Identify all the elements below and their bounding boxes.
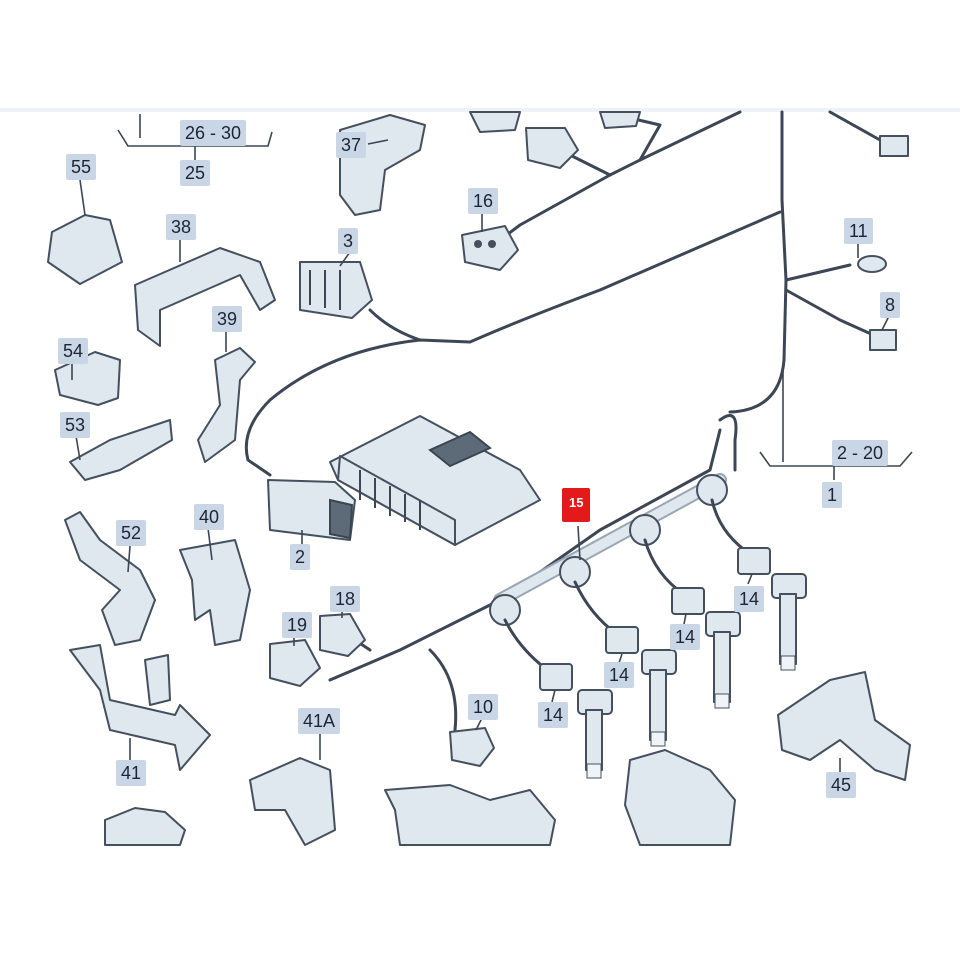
label-45[interactable]: 45: [826, 772, 857, 798]
injector-harness: [489, 414, 771, 691]
label-leaders: [71, 139, 890, 772]
bracket-2-20: [759, 370, 913, 480]
harness-wires: [244, 110, 882, 732]
relay-box-2: [267, 479, 356, 541]
label-3[interactable]: 3: [338, 228, 359, 254]
label-18[interactable]: 18: [330, 586, 361, 612]
connector-16: [461, 225, 519, 271]
label-1[interactable]: 1: [822, 482, 843, 508]
label-41[interactable]: 41: [116, 760, 147, 786]
engine-control-unit: [329, 415, 541, 546]
brackets: [47, 114, 911, 846]
label-2[interactable]: 2: [290, 544, 311, 570]
bracket-26-30: [117, 114, 273, 160]
label-37[interactable]: 37: [336, 132, 367, 158]
label-41a[interactable]: 41A: [298, 708, 341, 734]
label-19[interactable]: 19: [282, 612, 313, 638]
top-connectors: [469, 111, 909, 351]
sensors: [269, 613, 495, 767]
label-52[interactable]: 52: [116, 520, 147, 546]
label-14-d[interactable]: 14: [734, 586, 765, 612]
connector-3: [299, 261, 373, 319]
label-39[interactable]: 39: [212, 306, 243, 332]
label-15-highlighted[interactable]: 15: [562, 488, 591, 522]
label-range-2-20[interactable]: 2 - 20: [832, 440, 889, 466]
label-14-a[interactable]: 14: [538, 702, 569, 728]
label-55[interactable]: 55: [66, 154, 97, 180]
label-11[interactable]: 11: [844, 218, 873, 244]
label-10[interactable]: 10: [468, 694, 499, 720]
label-25[interactable]: 25: [180, 160, 211, 186]
label-16[interactable]: 16: [468, 188, 499, 214]
label-53[interactable]: 53: [60, 412, 91, 438]
label-14-c[interactable]: 14: [670, 624, 701, 650]
ignition-coils: [577, 573, 807, 779]
label-8[interactable]: 8: [880, 292, 901, 318]
label-14-b[interactable]: 14: [604, 662, 635, 688]
label-54[interactable]: 54: [58, 338, 89, 364]
label-38[interactable]: 38: [166, 214, 197, 240]
label-40[interactable]: 40: [194, 504, 225, 530]
label-range-26-30[interactable]: 26 - 30: [180, 120, 247, 146]
